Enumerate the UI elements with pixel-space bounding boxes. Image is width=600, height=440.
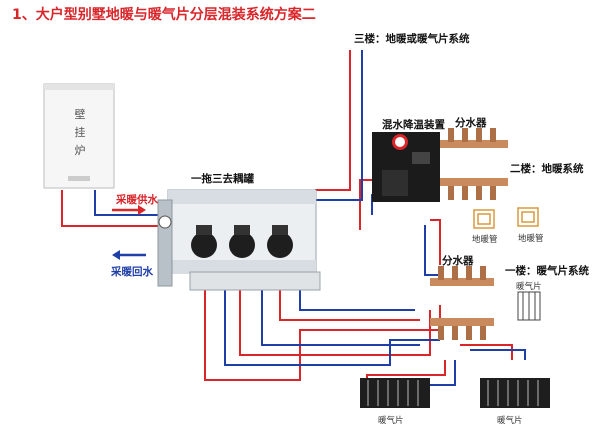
mixing-device-label: 混水降温装置 [382,119,445,131]
floor1-label: 一楼：暖气片系统 [505,265,589,277]
return-arrow [112,250,146,260]
diagram-title: 1、大户型别墅地暖与暖气片分层混装系统方案二 [12,7,316,23]
radiator-label-right: 暖气片 [497,416,523,426]
floor-heating-coil-a [473,209,495,229]
floor-heating-label-a: 地暖管 [472,235,498,245]
upper-manifold [440,128,508,200]
radiator-right [480,378,550,408]
upper-manifold-label: 分水器 [455,117,487,129]
radiator-small [517,291,541,321]
floor2-label: 二楼：地暖系统 [510,163,584,175]
radiator-left [360,378,430,408]
wall-boiler [43,83,115,189]
decoupling-tank-unit [157,189,321,291]
radiator-label-left: 暖气片 [378,416,404,426]
floor-heating-coil-b [517,207,539,227]
lower-manifold [430,266,494,340]
supply-arrow [112,205,146,215]
supply-label: 采暖供水 [116,194,158,206]
mixing-device [372,132,440,202]
boiler-label: 壁挂炉 [74,108,86,157]
floor-heating-label-b: 地暖管 [518,234,544,244]
radiator-label-small: 暖气片 [516,282,542,292]
floor3-label: 三楼：地暖或暖气片系统 [354,33,470,45]
lower-manifold-label: 分水器 [442,255,474,267]
decoupling-tank-label: 一拖三去耦罐 [191,173,254,185]
return-label: 采暖回水 [111,266,153,278]
